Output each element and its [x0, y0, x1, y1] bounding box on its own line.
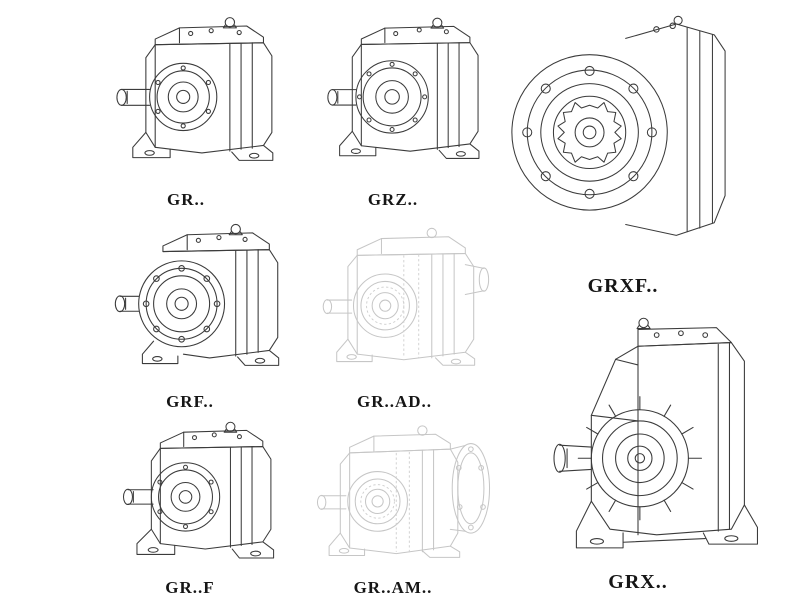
gearbox-grz-icon [327, 17, 480, 159]
gearbox-drawing-grfoot [92, 416, 288, 576]
product-label-grz: GRZ.. [367, 190, 419, 209]
housing [150, 446, 272, 550]
mounting-feet [136, 528, 275, 559]
housing [625, 15, 726, 236]
gearbox-drawing-gram [288, 410, 498, 576]
gearbox-gram-icon [316, 425, 491, 558]
product-figure-grad: GR..AD.. [292, 212, 497, 414]
gearbox-drawing-grxf [492, 0, 754, 272]
housing [145, 42, 273, 154]
gearbox-drawing-grx [498, 300, 778, 568]
motor-adapter-flange [449, 443, 491, 534]
input-shaft [116, 88, 151, 106]
product-label-grx: GRX.. [608, 571, 668, 593]
gearbox-grf-icon [114, 223, 280, 366]
input-adapter [464, 264, 490, 295]
top-cover [154, 17, 265, 46]
flange-face [138, 260, 226, 348]
product-figure-gr: GR.. [88, 4, 284, 212]
housing [351, 42, 479, 152]
gearbox-grx-icon [553, 317, 759, 549]
housing [590, 341, 745, 536]
input-shaft [114, 295, 140, 313]
gearbox-grfoot-icon [122, 421, 275, 559]
product-figure-gram: GR..AM.. [288, 410, 498, 600]
mounting-feet [575, 500, 759, 549]
product-figure-grx: GRX.. [498, 300, 778, 596]
bearing-face [149, 62, 218, 132]
bearing-face [355, 60, 429, 134]
mounting-feet [132, 131, 274, 161]
top-cover [162, 223, 270, 253]
gearbox-drawing-grf [92, 212, 288, 390]
input-shaft [553, 443, 592, 473]
ribbed-bearing-boss [577, 396, 703, 521]
product-label-gr: GR.. [167, 190, 205, 209]
gearbox-grxf-icon [511, 15, 726, 236]
product-figure-grz: GRZ.. [298, 4, 488, 212]
input-shaft [327, 89, 357, 106]
top-cover [159, 421, 264, 449]
flange-face [511, 54, 668, 211]
product-label-grfoot: GR..F [165, 578, 215, 597]
hidden-lines [360, 451, 410, 553]
product-label-grf: GRF.. [166, 392, 214, 411]
gearbox-drawing-gr [88, 4, 284, 188]
product-label-grad: GR..AD.. [356, 392, 433, 411]
mounting-feet [141, 340, 280, 366]
gearbox-drawing-grz [298, 4, 488, 188]
product-figure-grxf: GRXF.. [492, 0, 754, 300]
gearbox-grad-icon [322, 227, 490, 366]
mounting-feet [339, 130, 480, 159]
product-figure-grf: GRF.. [92, 212, 288, 414]
top-cover [636, 317, 732, 347]
top-cover [360, 17, 471, 45]
product-label-gram: GR..AM.. [353, 578, 433, 597]
gearbox-drawing-grad [292, 212, 497, 390]
bearing-face [150, 462, 221, 532]
input-shaft [122, 488, 154, 506]
gearbox-gr-icon [116, 17, 274, 161]
product-figure-grfoot: GR..F [92, 416, 288, 600]
housing [162, 249, 279, 359]
product-label-grxf: GRXF.. [587, 275, 659, 297]
hidden-lines [366, 254, 420, 358]
